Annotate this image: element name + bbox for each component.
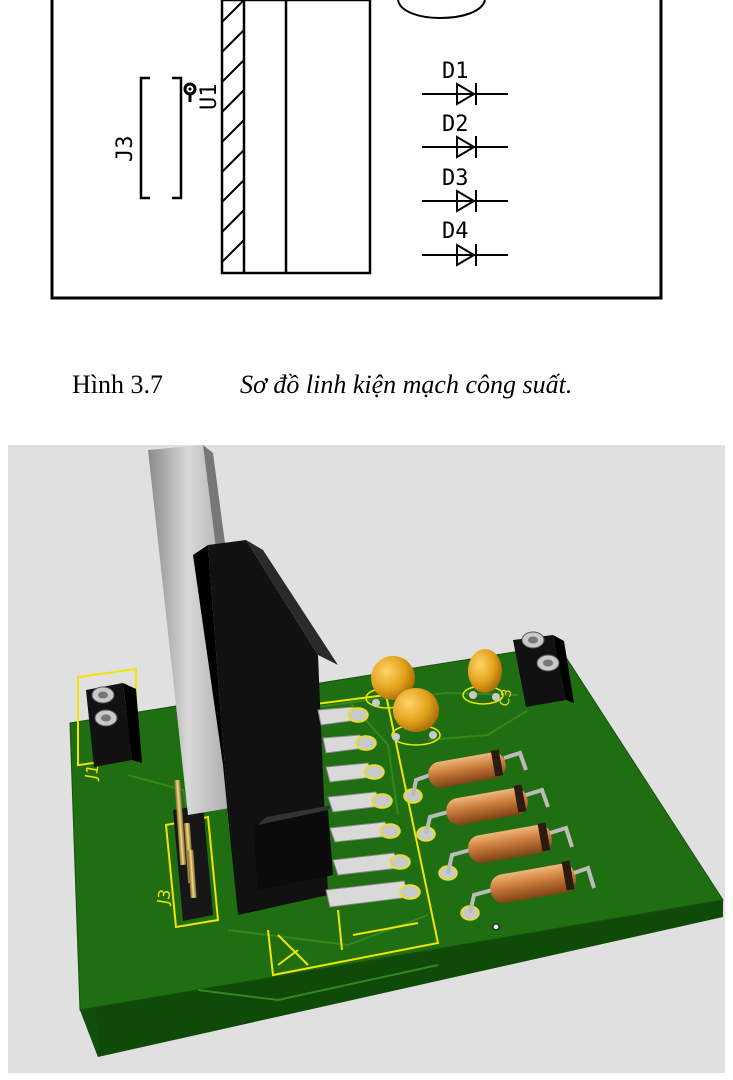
- diode-d1-label: D1: [442, 59, 469, 84]
- figure-number: Hình 3.7: [72, 370, 163, 399]
- j3-pin-header: [164, 779, 220, 929]
- figure-caption-text: Sơ đồ linh kiện mạch công suất.: [240, 370, 573, 399]
- diode-d2-label: D2: [442, 112, 469, 137]
- u1-lead-pads: [347, 707, 421, 900]
- j1-connector: [77, 667, 142, 767]
- diode-body-1: [403, 749, 528, 804]
- component-layout-schematic: J3 U1 D1 D2 D3 D4: [50, 0, 663, 300]
- u1-heatsink-outline: [220, 0, 372, 275]
- diode-d4: D4: [422, 219, 508, 267]
- board-outline: [50, 0, 663, 300]
- c3-silkscreen-label: C3: [497, 688, 515, 708]
- j3-label: J3: [113, 136, 138, 163]
- u1-regulator-heatsink: [148, 445, 338, 915]
- u1-silkscreen-outline: [267, 693, 440, 977]
- right-connector: [513, 631, 574, 707]
- figure-caption: Hình 3.7 Sơ đồ linh kiện mạch công suất.: [0, 362, 733, 410]
- diode-bodies: [403, 749, 596, 921]
- capacitor-outline: [397, 0, 486, 20]
- board-edge: [80, 900, 723, 1057]
- j1-silkscreen-label: J1: [81, 763, 102, 782]
- diode-d3-label: D3: [442, 166, 469, 191]
- diode-body-2: [416, 784, 550, 842]
- j3-connector-outline: [139, 76, 183, 200]
- diode-d4-label: D4: [442, 219, 469, 244]
- via: [492, 923, 500, 931]
- capacitors: [365, 649, 504, 746]
- diode-body-3: [438, 822, 574, 881]
- u1-label: U1: [197, 84, 222, 111]
- diode-d1: D1: [422, 59, 508, 106]
- diode-d3: D3: [422, 166, 508, 213]
- j3-silkscreen-label: J3: [153, 888, 174, 907]
- pcb-3d-render: J1 J3: [8, 445, 725, 1073]
- diode-d2: D2: [422, 112, 508, 159]
- diode-body-4: [460, 860, 596, 921]
